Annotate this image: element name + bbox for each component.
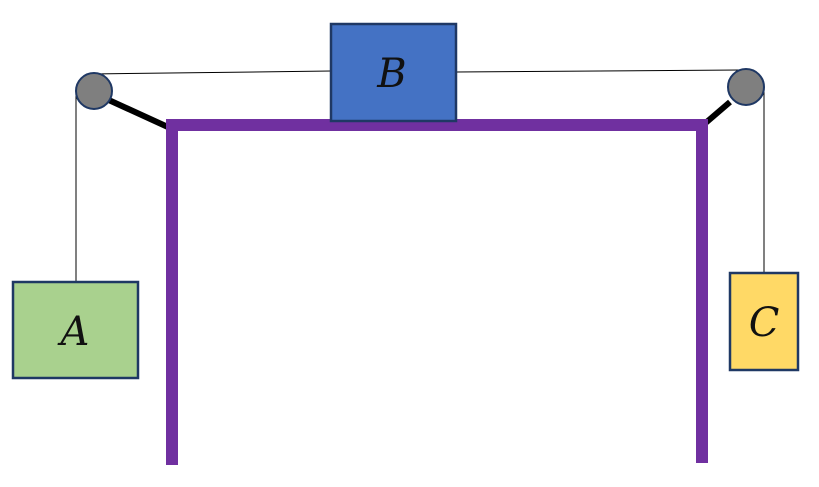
string-left-pulley-to-b xyxy=(91,70,332,75)
left-pulley xyxy=(75,72,113,110)
frame-table xyxy=(166,119,708,465)
string-b-to-right-pulley xyxy=(455,69,741,73)
block-b-label: B xyxy=(376,51,406,97)
block-c-label: C xyxy=(749,300,780,346)
block-b xyxy=(329,22,458,123)
block-a-label: A xyxy=(57,309,90,355)
left-pulley-bracket xyxy=(98,93,172,131)
block-a xyxy=(11,280,140,380)
block-c xyxy=(728,271,800,372)
right-pulley xyxy=(727,68,765,106)
